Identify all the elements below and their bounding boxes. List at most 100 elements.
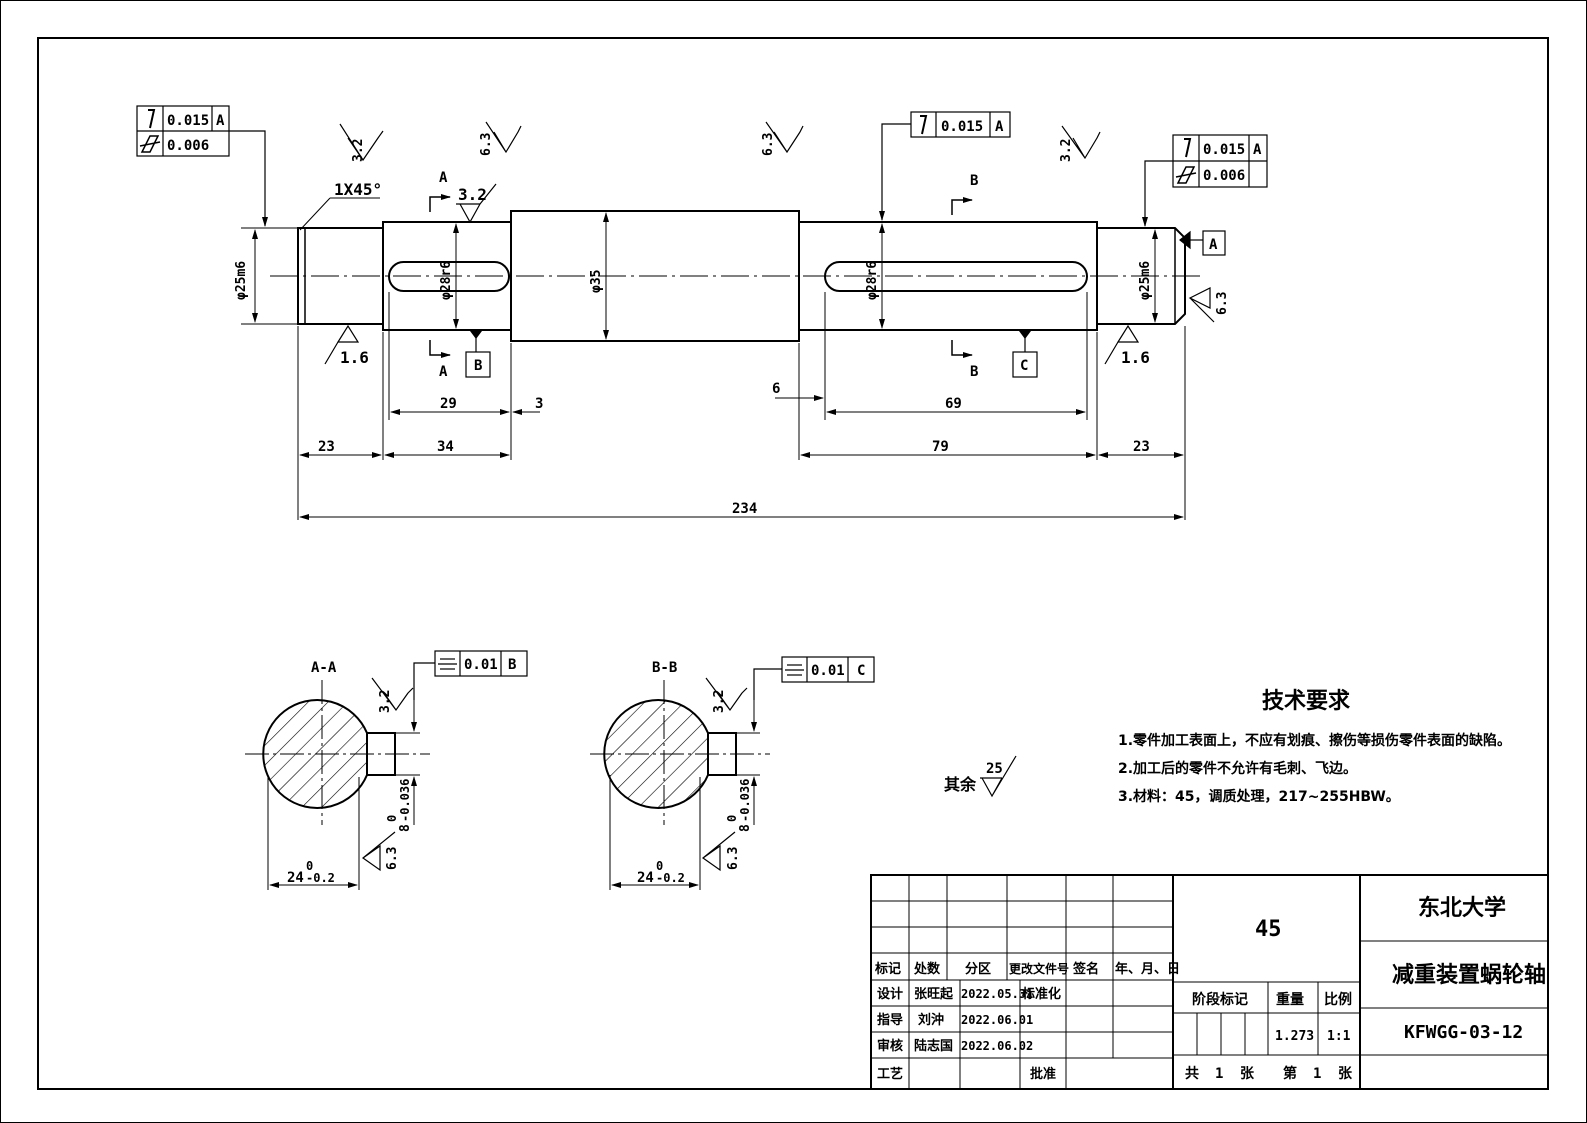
svg-text:1.6: 1.6 [340,348,369,367]
svg-text:0: 0 [385,815,399,822]
drawing-number: KFWGG-03-12 [1404,1022,1523,1043]
datum-b-symbol [465,329,491,378]
svg-text:0.006: 0.006 [167,138,209,154]
title-block-text: 标记 处数 分区 更改文件号 签名 年、月、日 设计 张旺起 2022.05.3… [874,895,1546,1082]
svg-text:张: 张 [1240,1066,1255,1082]
roughness-top3 [765,121,804,154]
section-a-a: A-A 0.01 B 3.2 6.3 [245,650,528,890]
svg-text:第: 第 [1283,1065,1297,1082]
svg-text:1: 1 [1313,1066,1321,1082]
svg-text:0: 0 [656,859,663,873]
svg-text:刘沖: 刘沖 [918,1012,944,1028]
svg-text:年、月、日: 年、月、日 [1115,961,1180,977]
svg-text:24: 24 [287,870,304,886]
dim-key-right-len: 69 [945,396,962,412]
svg-text:陆志国: 陆志国 [914,1038,953,1054]
svg-text:C: C [1020,358,1028,374]
fcf-right [1142,134,1268,227]
svg-text:A: A [1253,142,1262,158]
svg-text:阶段标记: 阶段标记 [1192,991,1248,1008]
svg-text:1.6: 1.6 [1121,348,1150,367]
fcf-mid [879,111,1011,221]
svg-text:重量: 重量 [1276,991,1304,1008]
svg-text:6.3: 6.3 [1215,292,1230,315]
svg-text:6.3: 6.3 [479,133,494,156]
dim-key-left-len: 29 [440,396,457,412]
svg-text:设计: 设计 [877,986,903,1002]
svg-text:0.01: 0.01 [464,657,498,673]
svg-text:B: B [970,364,978,380]
svg-text:1: 1 [1215,1066,1223,1082]
fcf-left [136,105,268,227]
svg-text:0.015: 0.015 [941,119,983,135]
svg-text:C: C [857,663,865,679]
right-keyway [824,261,1088,292]
dim-seg3: 79 [932,439,949,455]
dim-d-left-bearing: φ25m6 [234,261,249,300]
svg-text:标准化: 标准化 [1021,986,1061,1002]
chamfer-label: 1X45° [334,180,382,199]
svg-text:签名: 签名 [1072,961,1099,977]
fcf-sec-b [753,656,875,700]
svg-text:2022.06.01: 2022.06.01 [961,1013,1033,1027]
fcf-sec-a [413,650,528,700]
svg-text:共: 共 [1185,1065,1199,1082]
svg-text:8: 8 [738,824,753,832]
svg-text:6.3: 6.3 [761,133,776,156]
dim-seg2: 34 [437,439,454,455]
datum-a-symbol [1179,230,1226,256]
svg-text:批准: 批准 [1030,1066,1056,1082]
other-roughness-label: 其余 [944,775,977,794]
svg-text:8: 8 [398,824,413,832]
svg-text:张旺起: 张旺起 [914,986,954,1002]
roughness-right-end [1188,287,1215,323]
other-roughness-value: 25 [986,761,1003,777]
svg-text:6.3: 6.3 [726,847,741,870]
svg-text:审核: 审核 [877,1038,903,1054]
svg-text:3.2: 3.2 [1059,139,1074,162]
svg-text:工艺: 工艺 [877,1066,903,1082]
svg-text:3.2: 3.2 [351,139,366,162]
roughness-bot-left [324,324,360,365]
roughness-key [456,183,497,224]
svg-text:2022.06.02: 2022.06.02 [961,1039,1033,1053]
svg-text:B: B [508,657,516,673]
svg-text:张: 张 [1338,1066,1353,1082]
right-key-section [798,221,1098,331]
svg-text:0.015: 0.015 [167,113,209,129]
svg-text:0.015: 0.015 [1203,142,1245,158]
right-bearing-journal [1097,227,1186,325]
svg-text:1:1: 1:1 [1327,1029,1351,1044]
svg-text:3.2: 3.2 [378,690,393,713]
chamfer-leader [299,197,331,231]
company-name: 东北大学 [1418,895,1506,921]
drawing-frame [37,37,1549,1090]
section-a-title: A-A [311,660,337,676]
svg-text:比例: 比例 [1324,991,1352,1008]
part-name: 减重装置蜗轮轴 [1392,962,1546,988]
svg-text:0: 0 [725,815,739,822]
svg-text:3.2: 3.2 [712,690,727,713]
dim-d-right-bearing: φ25m6 [1138,261,1153,300]
svg-text:A: A [439,170,448,186]
svg-text:A: A [995,119,1004,135]
svg-text:B: B [970,173,978,189]
svg-text:-0.036: -0.036 [398,779,412,822]
section-b-b: B-B 0.01 C 3.2 6.3 [590,656,875,890]
svg-text:A: A [216,113,225,129]
svg-text:-0.036: -0.036 [738,779,752,822]
tech-title: 技术要求 [1262,689,1350,714]
svg-text:0: 0 [306,859,313,873]
svg-text:处数: 处数 [913,961,941,977]
dim-seg4: 23 [1133,439,1150,455]
roughness-top1 [339,123,384,162]
svg-text:0.006: 0.006 [1203,168,1245,184]
roughness-top4 [1061,125,1101,160]
svg-text:24: 24 [637,870,654,886]
other-roughness-symbol [980,755,1017,798]
svg-text:B: B [474,358,482,374]
shaft-main-view [270,210,1205,342]
roughness-bot-right [1104,324,1140,365]
svg-text:-0.2: -0.2 [306,871,335,885]
